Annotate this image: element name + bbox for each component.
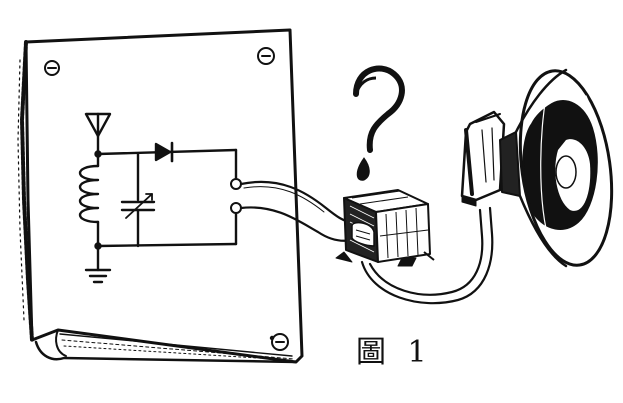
board-icon (17, 28, 304, 364)
transformer-icon (335, 189, 435, 267)
screw-icon (44, 47, 289, 351)
diode-icon (154, 141, 174, 163)
variable-capacitor-icon (120, 152, 156, 248)
question-mark-icon (353, 65, 405, 181)
ground-icon (84, 244, 112, 284)
figure-caption: 圖 1 (356, 335, 433, 370)
inductor-icon (78, 164, 100, 248)
antenna-icon (84, 112, 112, 156)
speaker-icon (460, 68, 614, 268)
